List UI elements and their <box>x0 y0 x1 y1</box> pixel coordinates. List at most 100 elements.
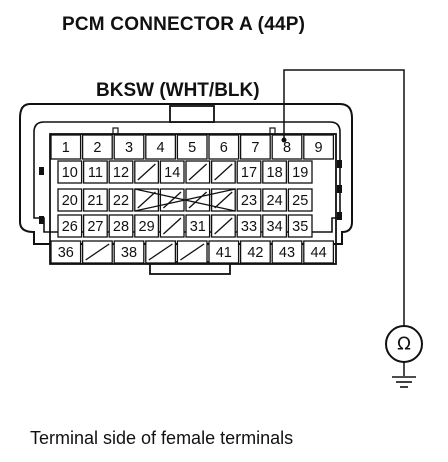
terminal-label: 28 <box>113 219 129 235</box>
terminal-label: 20 <box>62 193 78 209</box>
terminal-9 <box>303 134 335 160</box>
terminal-42 <box>239 240 271 264</box>
blocked-cavity-slash <box>148 243 173 261</box>
blocked-cavity-slash <box>162 191 182 209</box>
terminal-label: 35 <box>292 219 308 235</box>
connector-housing-inner <box>33 121 341 233</box>
housing-notch <box>337 212 342 220</box>
terminal-31 <box>185 214 211 238</box>
diagram-caption: Terminal side of female terminals <box>30 428 294 448</box>
terminal-label: 17 <box>241 165 257 181</box>
terminal-3 <box>113 134 145 160</box>
terminal-8 <box>271 134 303 160</box>
blocked-cavity-slash <box>214 217 233 235</box>
terminal-26 <box>57 214 83 238</box>
terminal-24 <box>262 188 288 212</box>
terminal-29 <box>134 214 160 238</box>
terminal-label: 2 <box>93 140 101 156</box>
terminal-7 <box>239 134 271 160</box>
terminal-label: 24 <box>267 193 283 209</box>
blocked-cavity-slash <box>188 163 208 181</box>
terminal-25 <box>287 188 313 212</box>
terminal-21 <box>82 188 108 212</box>
terminal-label: 8 <box>283 140 291 156</box>
terminal-36 <box>50 240 82 264</box>
blocked-cavity-slash <box>137 163 156 181</box>
blocked-cavity-slash <box>85 243 110 261</box>
housing-notch <box>337 185 342 193</box>
housing-notch <box>337 160 342 168</box>
housing-notch <box>39 216 44 224</box>
terminal-label: 10 <box>62 165 78 181</box>
terminal-label: 11 <box>88 165 103 181</box>
housing-notch <box>39 167 44 175</box>
blocked-cavity-slash <box>180 243 205 261</box>
terminal-11 <box>82 160 108 184</box>
terminal-label: 43 <box>279 245 295 261</box>
terminal-41 <box>208 240 240 264</box>
terminal-label: 9 <box>315 140 323 156</box>
terminal-14 <box>159 160 185 184</box>
blocked-cavity-cross <box>134 188 236 212</box>
terminal-1 <box>50 134 82 160</box>
terminal-27 <box>82 214 108 238</box>
probe-tip <box>281 137 287 143</box>
terminal-label: 42 <box>247 245 263 261</box>
terminal-35 <box>287 214 313 238</box>
terminal-10 <box>57 160 83 184</box>
terminal-label: 21 <box>87 193 103 209</box>
terminal-33 <box>236 214 262 238</box>
blocked-cavity-slash <box>137 191 156 209</box>
terminal-label: 3 <box>125 140 133 156</box>
terminal-12 <box>108 160 134 184</box>
terminal-label: 38 <box>121 245 137 261</box>
terminal-label: 5 <box>188 140 196 156</box>
terminal-label: 33 <box>241 219 257 235</box>
terminal-23 <box>236 188 262 212</box>
ground-icon <box>392 376 416 388</box>
blocked-cavity-slash <box>214 163 233 181</box>
terminal-2 <box>81 134 113 160</box>
terminal-6 <box>208 134 240 160</box>
terminal-4 <box>145 134 177 160</box>
blocked-cavity-slash <box>188 191 208 209</box>
terminal-18 <box>262 160 288 184</box>
terminal-43 <box>271 240 303 264</box>
terminal-label: 41 <box>216 245 232 261</box>
terminal-label: 4 <box>157 140 165 156</box>
ohm-symbol: Ω <box>397 334 411 355</box>
terminal-20 <box>57 188 83 212</box>
blocked-cavity-slash <box>162 217 182 235</box>
blocked-cavity-slash <box>214 191 233 209</box>
connector-pin-body <box>49 133 337 265</box>
terminal-label: 19 <box>292 165 308 181</box>
terminal-label: 44 <box>311 245 327 261</box>
terminal-label: 25 <box>292 193 308 209</box>
terminal-label: 6 <box>220 140 228 156</box>
terminal-28 <box>108 214 134 238</box>
terminal-19 <box>287 160 313 184</box>
terminal-34 <box>262 214 288 238</box>
terminal-22 <box>108 188 134 212</box>
wire-label: BKSW (WHT/BLK) <box>96 80 260 101</box>
test-lead-wire <box>283 69 405 326</box>
terminal-17 <box>236 160 262 184</box>
terminal-label: 18 <box>267 165 283 181</box>
terminal-label: 12 <box>113 165 129 181</box>
terminal-5 <box>176 134 208 160</box>
connector-housing-outer <box>19 103 353 245</box>
terminal-label: 26 <box>62 219 78 235</box>
terminal-label: 7 <box>251 140 259 156</box>
terminal-label: 22 <box>113 193 129 209</box>
terminal-label: 14 <box>164 165 180 181</box>
terminal-label: 23 <box>241 193 257 209</box>
terminal-label: 27 <box>87 219 103 235</box>
terminal-label: 29 <box>139 219 155 235</box>
terminal-44 <box>303 240 335 264</box>
connector-title: PCM CONNECTOR A (44P) <box>62 14 306 35</box>
terminal-label: 31 <box>190 219 206 235</box>
connector-lock-tab <box>169 105 215 123</box>
terminal-38 <box>113 240 145 264</box>
terminal-label: 36 <box>58 245 74 261</box>
